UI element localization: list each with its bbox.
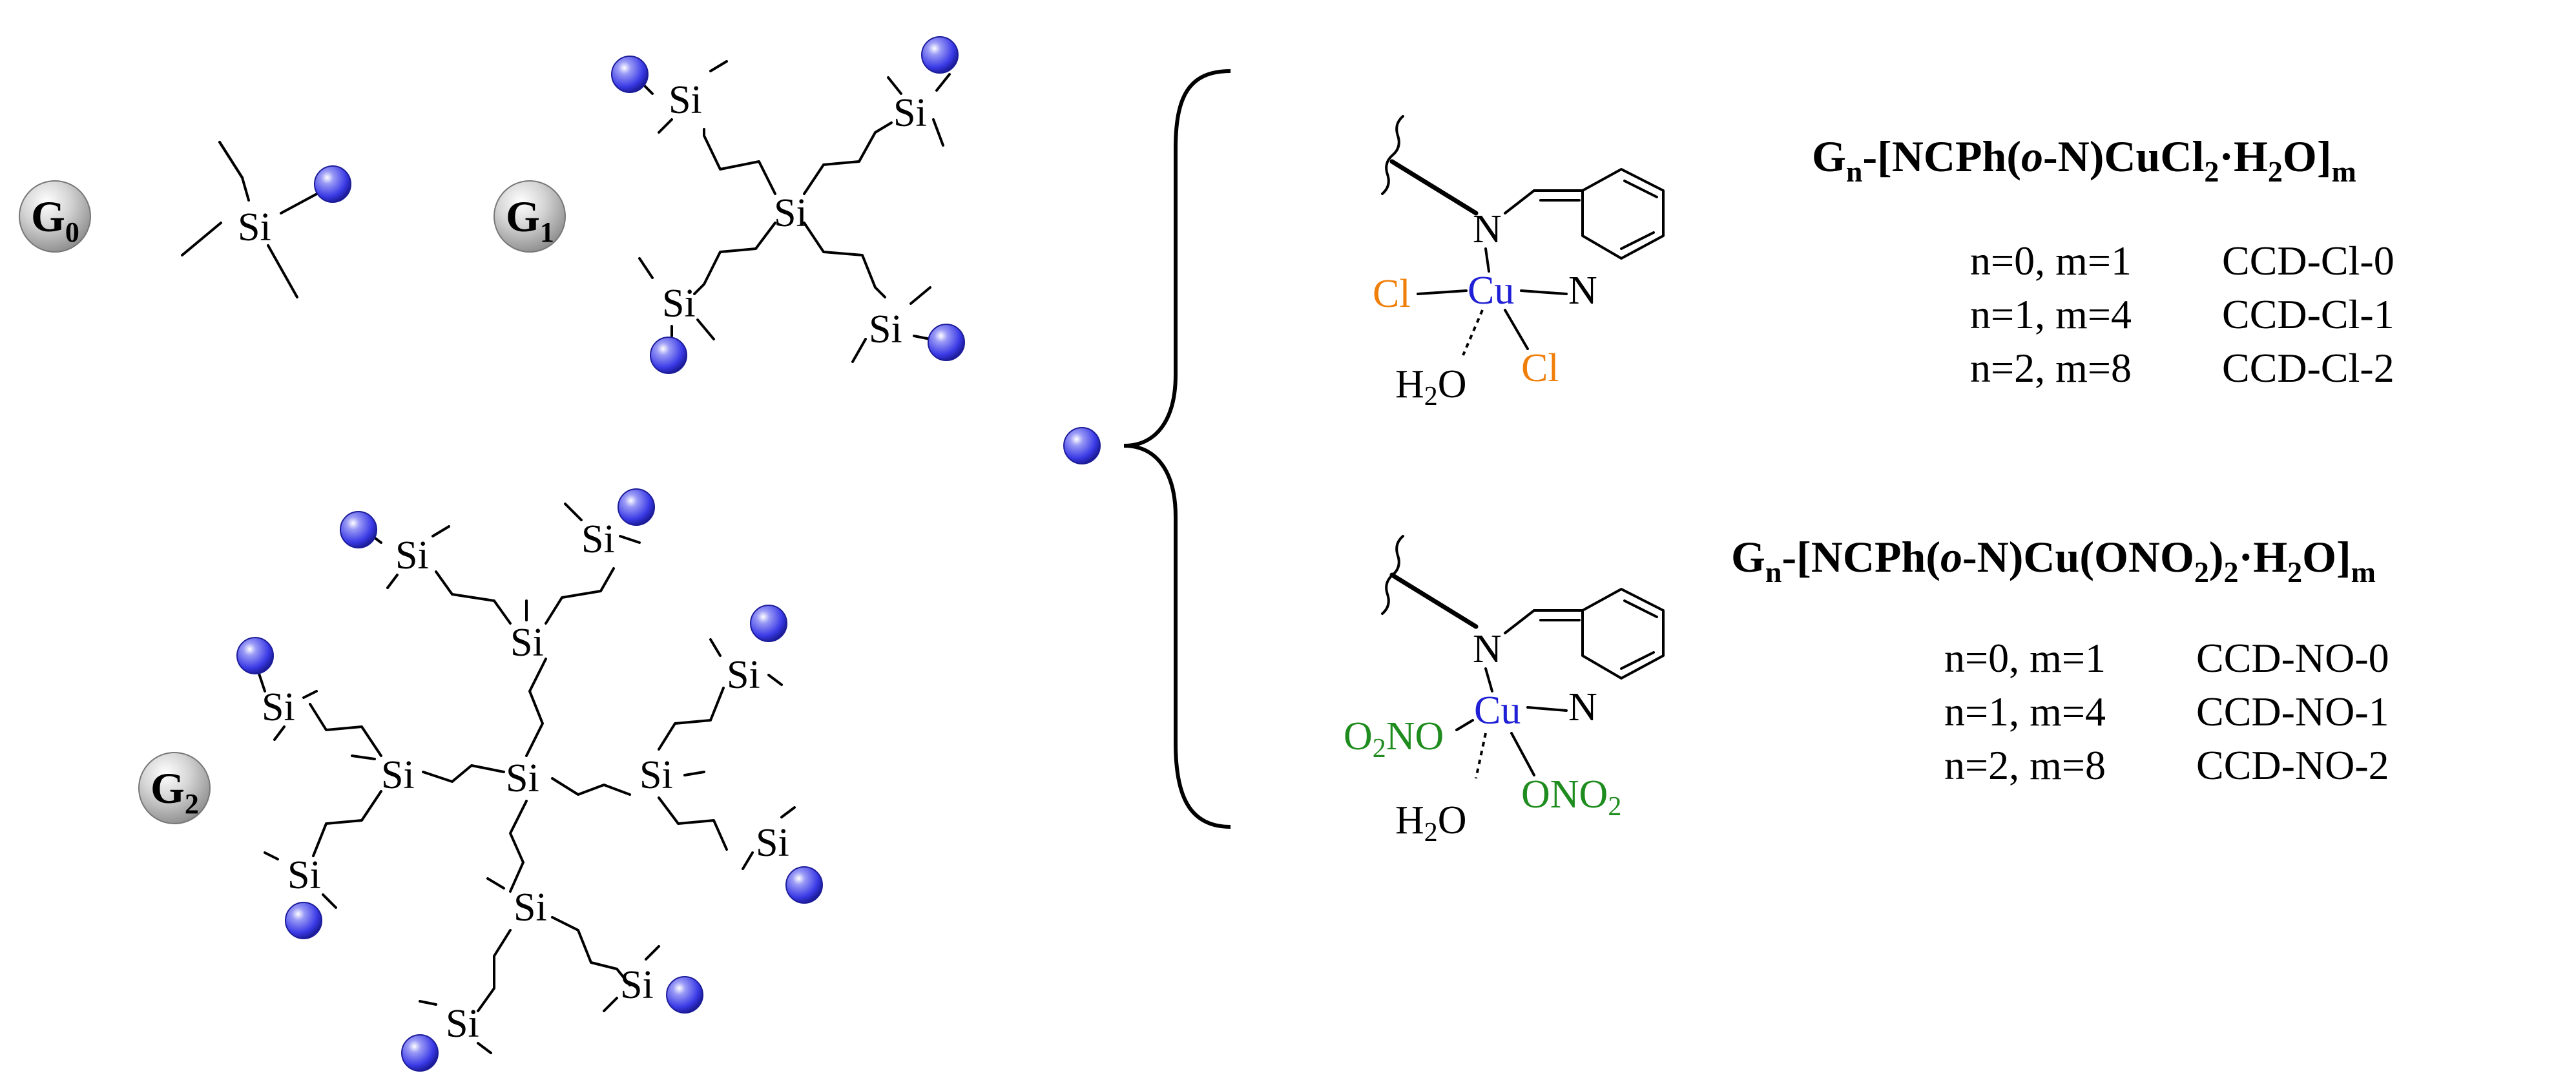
list-item: n=0, m=1 bbox=[1970, 238, 2132, 284]
svg-text:Si: Si bbox=[446, 1002, 479, 1046]
curly-brace bbox=[1123, 69, 1231, 829]
chloride-complex-structure: N N Cu Cl Cl H2O bbox=[1373, 115, 1665, 411]
nitrate-complex-list: n=0, m=1 CCD-NO-0 n=1, m=4 CCD-NO-1 n=2,… bbox=[1944, 635, 2389, 788]
svg-text:N: N bbox=[1568, 269, 1597, 313]
list-item: n=2, m=8 bbox=[1970, 345, 2132, 391]
svg-text:Si: Si bbox=[620, 963, 654, 1007]
svg-text:Si: Si bbox=[510, 621, 544, 665]
chloride-ligand: Cl bbox=[1373, 272, 1411, 316]
generation-1-structure: Si Si Si Si Si bbox=[611, 36, 965, 374]
generation-1-group: G1 Si Si Si Si bbox=[493, 36, 965, 374]
list-item: CCD-NO-0 bbox=[2196, 635, 2389, 681]
list-item: n=0, m=1 bbox=[1944, 635, 2106, 681]
ligand-sphere bbox=[314, 165, 351, 203]
list-item: CCD-Cl-2 bbox=[2222, 345, 2394, 391]
svg-text:Si: Si bbox=[669, 78, 702, 122]
list-item: CCD-Cl-0 bbox=[2222, 238, 2394, 284]
generation-0-badge: G0 bbox=[19, 180, 91, 253]
svg-text:Si: Si bbox=[869, 307, 902, 351]
chloride-ligand: Cl bbox=[1521, 346, 1559, 390]
list-item: CCD-NO-2 bbox=[2196, 742, 2389, 788]
chloride-complex-list: n=0, m=1 CCD-Cl-0 n=1, m=4 CCD-Cl-1 n=2,… bbox=[1970, 238, 2394, 391]
svg-text:Si: Si bbox=[893, 91, 927, 135]
nitrate-complex-formula: Gn-[NCPh(o-N)Cu(ONO2)2·H2O]m bbox=[1731, 532, 2376, 588]
generation-2-badge: G2 bbox=[138, 752, 211, 824]
svg-text:Si: Si bbox=[514, 886, 547, 930]
nitrate-complex-structure: N N Cu O2NO ONO2 H2O bbox=[1344, 535, 1665, 848]
copper-atom: Cu bbox=[1474, 689, 1521, 733]
svg-text:G2: G2 bbox=[151, 764, 199, 820]
svg-text:Si: Si bbox=[639, 753, 673, 797]
nitrate-ligand: ONO2 bbox=[1521, 773, 1621, 822]
svg-text:Si: Si bbox=[506, 756, 539, 800]
svg-text:Si: Si bbox=[727, 653, 760, 697]
svg-text:N: N bbox=[1473, 627, 1502, 671]
generation-0-group: G0 Si bbox=[19, 141, 351, 298]
water-ligand: H2O bbox=[1395, 798, 1467, 848]
water-ligand: H2O bbox=[1395, 362, 1467, 411]
list-item: n=2, m=8 bbox=[1944, 742, 2106, 788]
generation-1-badge: G1 bbox=[493, 180, 566, 253]
svg-text:Si: Si bbox=[774, 191, 807, 235]
svg-text:Gn-[NCPh(o-N)CuCl2·H2O]m: Gn-[NCPh(o-N)CuCl2·H2O]m bbox=[1812, 132, 2356, 188]
list-item: n=1, m=4 bbox=[1970, 291, 2132, 337]
list-item: CCD-NO-1 bbox=[2196, 689, 2389, 734]
generation-0-structure: Si bbox=[181, 141, 351, 298]
list-item: n=1, m=4 bbox=[1944, 689, 2106, 734]
svg-text:Si: Si bbox=[395, 534, 429, 577]
nitrate-ligand: O2NO bbox=[1344, 714, 1444, 764]
svg-text:N: N bbox=[1473, 207, 1502, 251]
svg-text:G1: G1 bbox=[506, 192, 554, 248]
wavy-bond bbox=[1381, 115, 1404, 195]
svg-text:Si: Si bbox=[662, 282, 696, 326]
svg-text:G0: G0 bbox=[31, 192, 79, 248]
generation-2-group: G2 Si Si Si Si Si Si bbox=[138, 488, 823, 1072]
svg-text:Si: Si bbox=[287, 853, 321, 897]
svg-text:Si: Si bbox=[381, 753, 415, 797]
svg-text:Si: Si bbox=[581, 517, 615, 561]
generation-2-structure: Si Si Si Si Si Si bbox=[236, 488, 823, 1072]
list-item: CCD-Cl-1 bbox=[2222, 291, 2394, 337]
chloride-complex-formula: Gn-[NCPh(o-N)CuCl2·H2O]m bbox=[1812, 132, 2356, 188]
svg-text:Gn-[NCPh(o-N)Cu(ONO2)2·H2O]m: Gn-[NCPh(o-N)Cu(ONO2)2·H2O]m bbox=[1731, 532, 2376, 588]
svg-text:Si: Si bbox=[262, 685, 295, 729]
svg-text:Si: Si bbox=[756, 821, 789, 865]
silicon-atom: Si bbox=[238, 205, 271, 249]
ligand-sphere-key bbox=[1063, 427, 1101, 464]
svg-text:N: N bbox=[1568, 685, 1597, 729]
ligand-legend bbox=[1063, 69, 1231, 829]
copper-atom: Cu bbox=[1468, 269, 1514, 313]
